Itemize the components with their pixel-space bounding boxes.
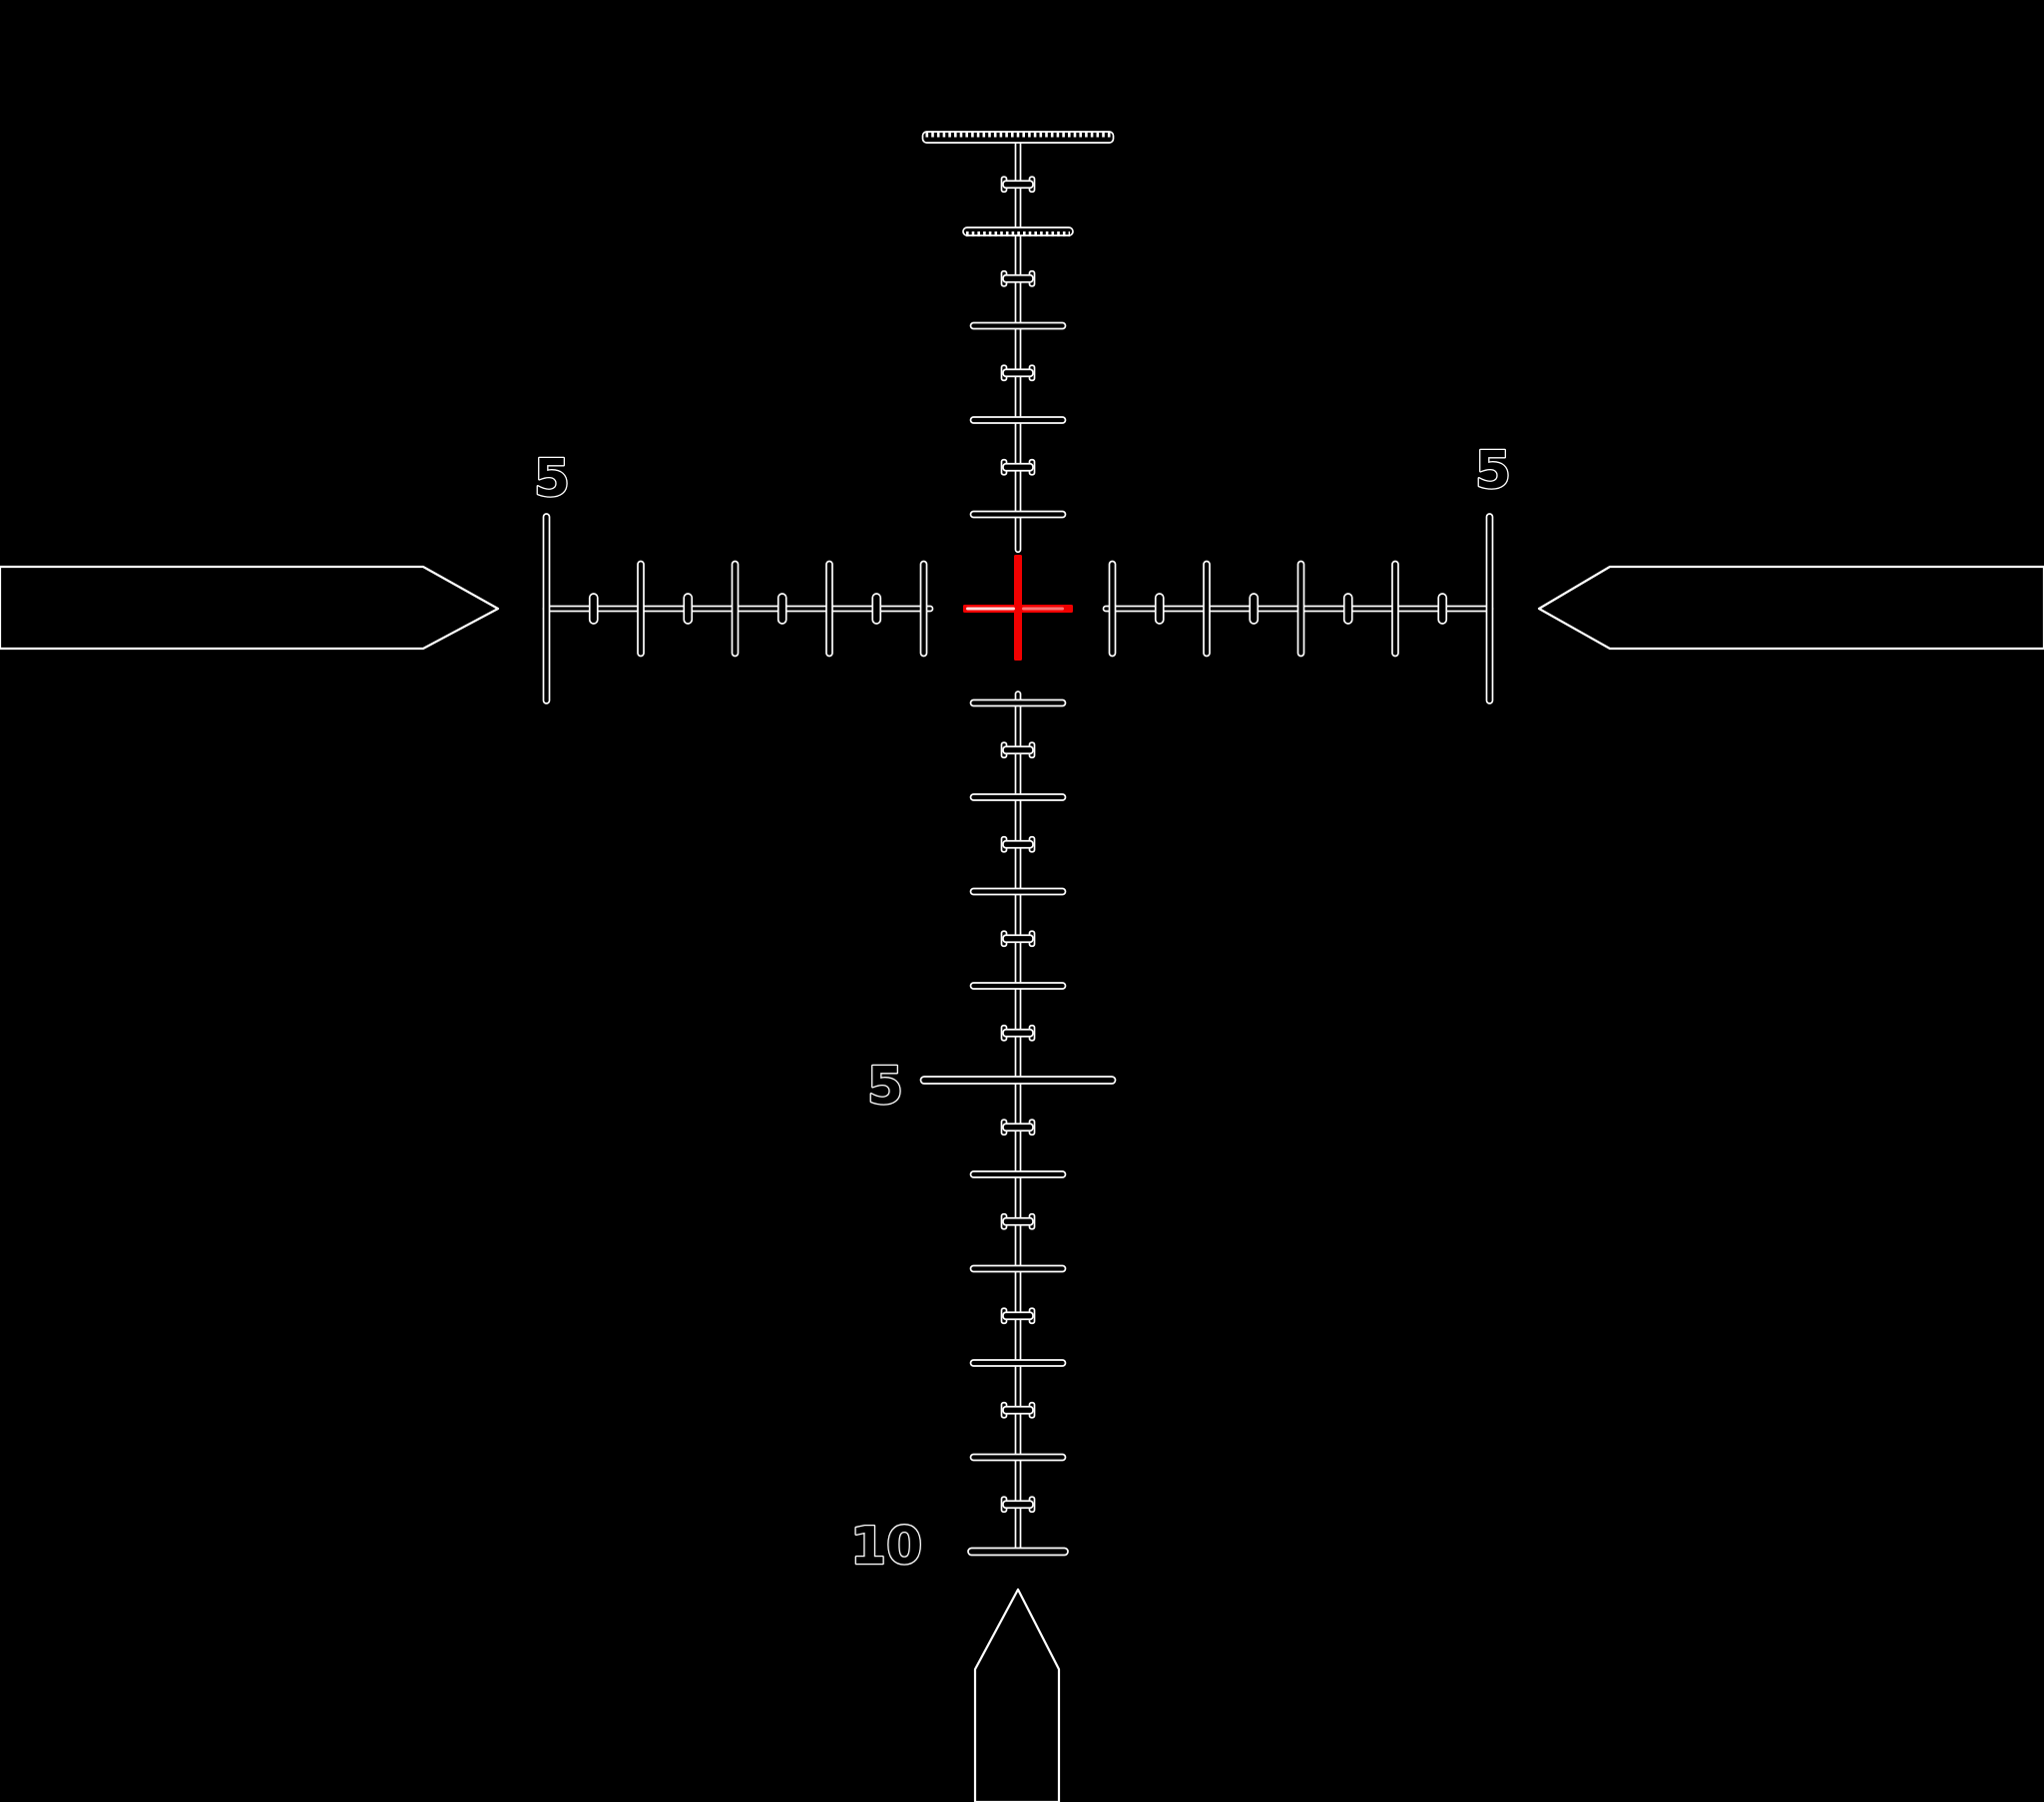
h-left-whole-mil-tick <box>825 560 833 658</box>
right-post <box>1537 565 2044 651</box>
center-cross <box>963 555 1073 661</box>
v-down-10mil-end-tick <box>967 1547 1069 1557</box>
v-down-half-mil-tick <box>1002 934 1034 944</box>
center-cross-right-highlight <box>1022 607 1064 611</box>
v-up-half-mil-tick <box>1002 462 1034 472</box>
center-cross-left-highlight <box>966 607 1015 611</box>
h-right-whole-mil-tick <box>1391 560 1399 658</box>
v-down-half-mil-tick <box>1002 839 1034 849</box>
v-down-5mil-wide-tick <box>919 1076 1117 1085</box>
h-left-half-mil-tick <box>588 593 599 625</box>
h-left-half-mil-tick <box>683 593 694 625</box>
h-right-whole-mil-tick <box>1203 560 1211 658</box>
label-horizontal-left-5: 5 <box>534 449 570 509</box>
h-right-whole-mil-tick <box>1296 560 1305 658</box>
h-left-whole-mil-tick <box>919 560 928 658</box>
bottom-post <box>973 1587 1061 1802</box>
v-up-whole-mil-tick <box>969 510 1067 519</box>
thick-posts <box>0 565 2044 1802</box>
v-down-whole-mil-tick <box>969 793 1067 801</box>
v-down-whole-mil-tick <box>969 1453 1067 1462</box>
h-right-whole-mil-tick <box>1108 560 1117 658</box>
h-left-5mil-tall-tick <box>542 513 551 704</box>
h-left-half-mil-tick <box>871 593 882 625</box>
v-up-half-mil-tick <box>1002 273 1034 283</box>
v-down-whole-mil-tick <box>969 1170 1067 1178</box>
label-vertical-down-5: 5 <box>867 1057 903 1117</box>
mil-number-labels: 5 5 5 10 <box>533 440 1513 1578</box>
center-cross-horizontal-arm <box>963 605 1073 613</box>
v-down-half-mil-tick <box>1002 1500 1034 1510</box>
v-down-half-mil-tick <box>1002 1405 1034 1415</box>
h-right-half-mil-tick <box>1154 593 1165 625</box>
v-down-whole-mil-tick <box>969 1264 1067 1273</box>
h-left-whole-mil-tick <box>731 560 740 658</box>
h-right-5mil-tall-tick <box>1485 513 1494 704</box>
v-down-whole-mil-tick <box>969 698 1067 707</box>
v-up-half-mil-tick <box>1002 368 1034 378</box>
v-down-whole-mil-tick <box>969 887 1067 896</box>
v-down-half-mil-tick <box>1002 1216 1034 1226</box>
v-axis-line-upper <box>1014 138 1022 554</box>
h-right-half-mil-tick <box>1437 593 1448 625</box>
v-down-half-mil-tick <box>1002 1311 1034 1321</box>
v-down-half-mil-tick <box>1002 745 1034 755</box>
v-down-half-mil-tick <box>1002 1028 1034 1038</box>
h-left-whole-mil-tick <box>637 560 645 658</box>
v-up-whole-mil-tick <box>969 321 1067 330</box>
h-left-half-mil-tick <box>776 593 787 625</box>
label-horizontal-right-5: 5 <box>1475 441 1511 501</box>
v-up-whole-mil-tick <box>969 416 1067 424</box>
label-vertical-down-10: 10 <box>850 1517 922 1577</box>
v-down-whole-mil-tick <box>969 1359 1067 1367</box>
v-down-half-mil-tick <box>1002 1123 1034 1132</box>
v-down-whole-mil-tick <box>969 982 1067 990</box>
h-right-half-mil-tick <box>1342 593 1353 625</box>
left-post <box>0 565 500 651</box>
h-right-half-mil-tick <box>1249 593 1260 625</box>
v-up-half-mil-tick <box>1002 180 1034 190</box>
mil-hash-scales <box>542 131 1494 1557</box>
